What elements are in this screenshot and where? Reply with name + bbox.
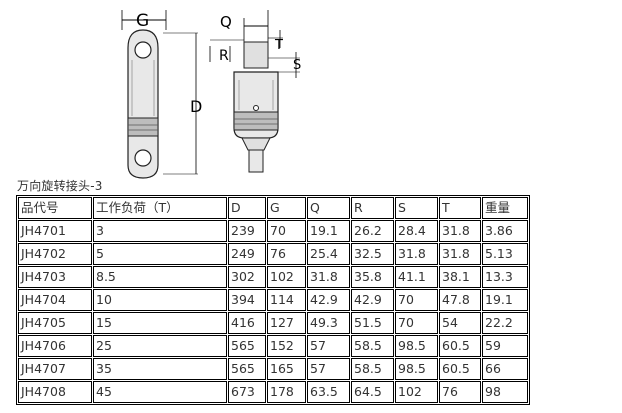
- table-cell: 35.8: [351, 266, 394, 288]
- table-cell: 152: [267, 335, 306, 357]
- table-cell: 249: [228, 243, 266, 265]
- table-cell: 26.2: [351, 220, 394, 242]
- table-cell: 38.1: [439, 266, 481, 288]
- table-cell: 42.9: [351, 289, 394, 311]
- table-cell: 394: [228, 289, 266, 311]
- table-cell: 239: [228, 220, 266, 242]
- table-cell: 76: [267, 243, 306, 265]
- table-cell: 165: [267, 358, 306, 380]
- table-cell: 63.5: [307, 381, 350, 403]
- table-cell: 5.13: [482, 243, 528, 265]
- table-cell: JH4701: [18, 220, 92, 242]
- label-t: T: [274, 38, 283, 53]
- table-cell: 31.8: [307, 266, 350, 288]
- table-cell: 59: [482, 335, 528, 357]
- table-cell: 32.5: [351, 243, 394, 265]
- table-cell: 58.5: [351, 335, 394, 357]
- table-cell: 22.2: [482, 312, 528, 334]
- table-cell: 3: [93, 220, 227, 242]
- table-cell: 66: [482, 358, 528, 380]
- table-cell: 31.8: [439, 243, 481, 265]
- label-r: R: [219, 48, 229, 64]
- table-cell: 8.5: [93, 266, 227, 288]
- table-cell: 102: [395, 381, 438, 403]
- table-cell: 28.4: [395, 220, 438, 242]
- label-s: S: [293, 58, 301, 73]
- table-cell: 41.1: [395, 266, 438, 288]
- table-cell: 47.8: [439, 289, 481, 311]
- table-header-row: 品代号 工作负荷（T） D G Q R S T 重量: [18, 197, 528, 219]
- header-cell: 工作负荷（T）: [93, 197, 227, 219]
- table-cell: 49.3: [307, 312, 350, 334]
- table-cell: 19.1: [482, 289, 528, 311]
- table-cell: JH4705: [18, 312, 92, 334]
- table-cell: JH4703: [18, 266, 92, 288]
- table-cell: 302: [228, 266, 266, 288]
- header-cell: 重量: [482, 197, 528, 219]
- table-cell: 70: [395, 289, 438, 311]
- table-cell: 5: [93, 243, 227, 265]
- table-cell: 64.5: [351, 381, 394, 403]
- table-cell: 57: [307, 358, 350, 380]
- table-cell: 70: [395, 312, 438, 334]
- table-cell: 25.4: [307, 243, 350, 265]
- table-cell: JH4707: [18, 358, 92, 380]
- table-caption: 万向旋转接头-3: [17, 179, 103, 193]
- header-cell: T: [439, 197, 481, 219]
- table-cell: 70: [267, 220, 306, 242]
- header-cell: Q: [307, 197, 350, 219]
- table-cell: JH4708: [18, 381, 92, 403]
- label-q: Q: [220, 13, 232, 31]
- table-cell: JH4706: [18, 335, 92, 357]
- table-cell: 3.86: [482, 220, 528, 242]
- table-cell: 31.8: [439, 220, 481, 242]
- table-cell: 19.1: [307, 220, 350, 242]
- table-cell: 76: [439, 381, 481, 403]
- table-cell: 45: [93, 381, 227, 403]
- header-cell: R: [351, 197, 394, 219]
- header-cell: G: [267, 197, 306, 219]
- table-cell: 673: [228, 381, 266, 403]
- table-cell: 565: [228, 335, 266, 357]
- table-cell: 98.5: [395, 358, 438, 380]
- table-cell: 42.9: [307, 289, 350, 311]
- table-cell: 114: [267, 289, 306, 311]
- header-cell: 品代号: [18, 197, 92, 219]
- table-cell: 565: [228, 358, 266, 380]
- table-cell: 60.5: [439, 358, 481, 380]
- table-cell: 416: [228, 312, 266, 334]
- table-cell: 60.5: [439, 335, 481, 357]
- table-cell: JH4704: [18, 289, 92, 311]
- table-cell: 127: [267, 312, 306, 334]
- table-cell: 35: [93, 358, 227, 380]
- label-g: G: [136, 11, 149, 31]
- table-cell: 15: [93, 312, 227, 334]
- table-cell: 98: [482, 381, 528, 403]
- header-cell: S: [395, 197, 438, 219]
- table-cell: 54: [439, 312, 481, 334]
- table-cell: 58.5: [351, 358, 394, 380]
- table-cell: 57: [307, 335, 350, 357]
- table-cell: 178: [267, 381, 306, 403]
- table-cell: JH4702: [18, 243, 92, 265]
- table-cell: 13.3: [482, 266, 528, 288]
- header-cell: D: [228, 197, 266, 219]
- table-cell: 10: [93, 289, 227, 311]
- table-cell: 51.5: [351, 312, 394, 334]
- table-cell: 25: [93, 335, 227, 357]
- table-cell: 102: [267, 266, 306, 288]
- label-d: D: [190, 97, 202, 116]
- table-cell: 98.5: [395, 335, 438, 357]
- swivel-joint-drawing: G D Q R T S: [121, 10, 301, 179]
- table-cell: 31.8: [395, 243, 438, 265]
